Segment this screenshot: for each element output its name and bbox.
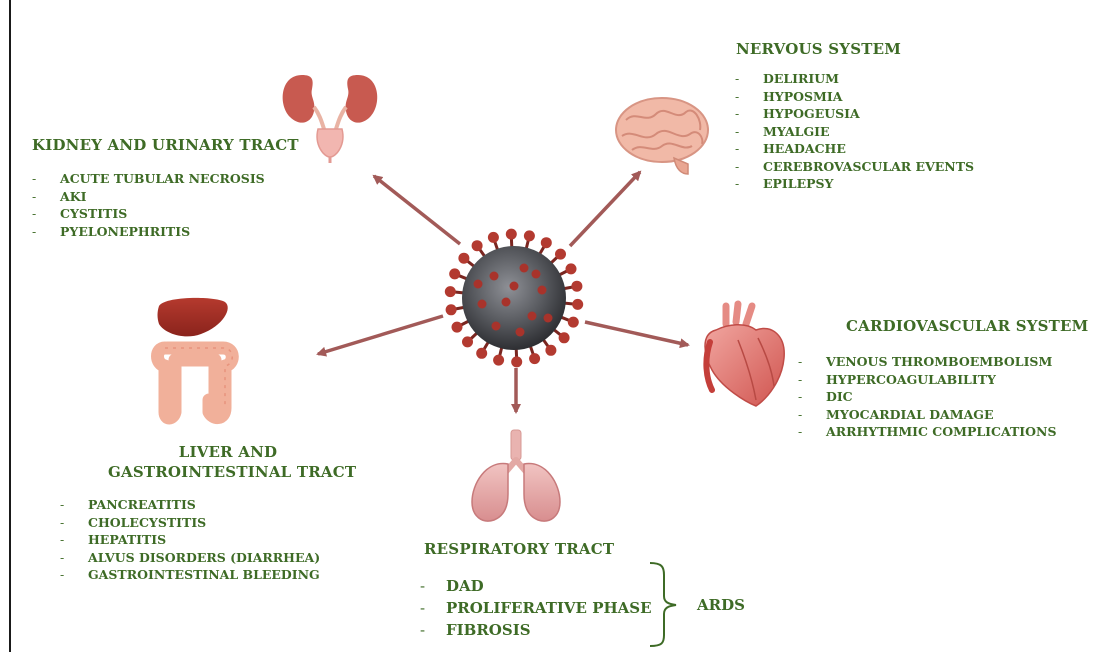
- virus-spike-head: [571, 281, 582, 292]
- virus-spike-head: [559, 332, 570, 343]
- list-item: EPILEPSY: [733, 175, 974, 193]
- respiratory-title: RESPIRATORY TRACT: [424, 540, 614, 558]
- virus-surface-protein: [478, 300, 487, 309]
- virus-spike-head: [545, 345, 556, 356]
- list-item: HYPOSMIA: [733, 88, 974, 106]
- list-item: DAD: [418, 575, 652, 597]
- virus-spike-head: [445, 286, 456, 297]
- list-item: HEADACHE: [733, 140, 974, 158]
- arrow-to-liver: [318, 316, 443, 354]
- virus-spike-head: [488, 232, 499, 243]
- virus-surface-protein: [490, 272, 499, 281]
- virus-spike-head: [449, 268, 460, 279]
- liver-title-line1: LIVER AND: [108, 443, 348, 461]
- virus-spike-head: [493, 355, 504, 366]
- virus-spike-head: [506, 229, 517, 240]
- cardio-title: CARDIOVASCULAR SYSTEM: [846, 317, 1088, 335]
- virus-surface-protein: [528, 312, 537, 321]
- list-item: FIBROSIS: [418, 619, 652, 641]
- virus-spike-head: [476, 348, 487, 359]
- virus-surface-protein: [474, 280, 483, 289]
- ards-bracket: [650, 563, 676, 646]
- liver-title-line2: GASTROINTESTINAL TRACT: [108, 463, 348, 481]
- virus-spike-head: [524, 230, 535, 241]
- list-item: GASTROINTESTINAL BLEEDING: [58, 566, 320, 584]
- virus-surface-protein: [538, 286, 547, 295]
- virus-spike-head: [452, 322, 463, 333]
- virus-surface-protein: [544, 314, 553, 323]
- virus-spike-head: [541, 237, 552, 248]
- list-item: DIC: [796, 388, 1056, 406]
- brain-icon: [616, 98, 708, 174]
- virus-surface-protein: [516, 328, 525, 337]
- virus-surface-protein: [502, 298, 511, 307]
- kidney-title: KIDNEY AND URINARY TRACT: [32, 136, 299, 154]
- heart-icon: [705, 304, 784, 406]
- virus-spike-head: [458, 253, 469, 264]
- virus-spike-head: [511, 356, 522, 367]
- list-item: PANCREATITIS: [58, 496, 320, 514]
- virus-spike-head: [462, 336, 473, 347]
- liver-title: LIVER AND GASTROINTESTINAL TRACT: [108, 443, 348, 481]
- virus-surface-protein: [510, 282, 519, 291]
- list-item: HEPATITIS: [58, 531, 320, 549]
- list-item: AKI: [30, 188, 265, 206]
- virus-spike-head: [566, 263, 577, 274]
- virus-spike-head: [472, 240, 483, 251]
- virus-surface-protein: [520, 264, 529, 273]
- virus-spike-head: [446, 304, 457, 315]
- list-item: PYELONEPHRITIS: [30, 223, 265, 241]
- cardio-list: VENOUS THROMBOEMBOLISM HYPERCOAGULABILIT…: [796, 353, 1056, 441]
- virus-spike-head: [529, 353, 540, 364]
- respiratory-list: DAD PROLIFERATIVE PHASE FIBROSIS: [418, 575, 652, 641]
- list-item: VENOUS THROMBOEMBOLISM: [796, 353, 1056, 371]
- nervous-title: NERVOUS SYSTEM: [736, 40, 901, 58]
- list-item: CYSTITIS: [30, 205, 265, 223]
- list-item: PROLIFERATIVE PHASE: [418, 597, 652, 619]
- virus-spike-head: [568, 317, 579, 328]
- virus-surface-protein: [492, 322, 501, 331]
- list-item: MYOCARDIAL DAMAGE: [796, 406, 1056, 424]
- nervous-list: DELIRIUM HYPOSMIA HYPOGEUSIA MYALGIE HEA…: [733, 70, 974, 193]
- virus-surface-protein: [532, 270, 541, 279]
- list-item: HYPERCOAGULABILITY: [796, 371, 1056, 389]
- kidney-list: ACUTE TUBULAR NECROSIS AKI CYSTITIS PYEL…: [30, 170, 265, 240]
- arrow-to-cardio: [585, 322, 688, 345]
- lungs-icon: [472, 430, 560, 521]
- list-item: ARRHYTHMIC COMPLICATIONS: [796, 423, 1056, 441]
- virus-spike-head: [555, 249, 566, 260]
- list-item: CEREBROVASCULAR EVENTS: [733, 158, 974, 176]
- liver-intestine-icon: [158, 298, 233, 418]
- virus-spike-head: [572, 299, 583, 310]
- arrow-to-kidney: [374, 176, 460, 244]
- arrow-to-nervous: [570, 172, 640, 246]
- list-item: ALVUS DISORDERS (DIARRHEA): [58, 549, 320, 567]
- list-item: HYPOGEUSIA: [733, 105, 974, 123]
- list-item: CHOLECYSTITIS: [58, 514, 320, 532]
- liver-list: PANCREATITIS CHOLECYSTITIS HEPATITIS ALV…: [58, 496, 320, 584]
- list-item: MYALGIE: [733, 123, 974, 141]
- coronavirus-icon: [445, 229, 583, 368]
- ards-label: ARDS: [697, 596, 745, 614]
- list-item: ACUTE TUBULAR NECROSIS: [30, 170, 265, 188]
- list-item: DELIRIUM: [733, 70, 974, 88]
